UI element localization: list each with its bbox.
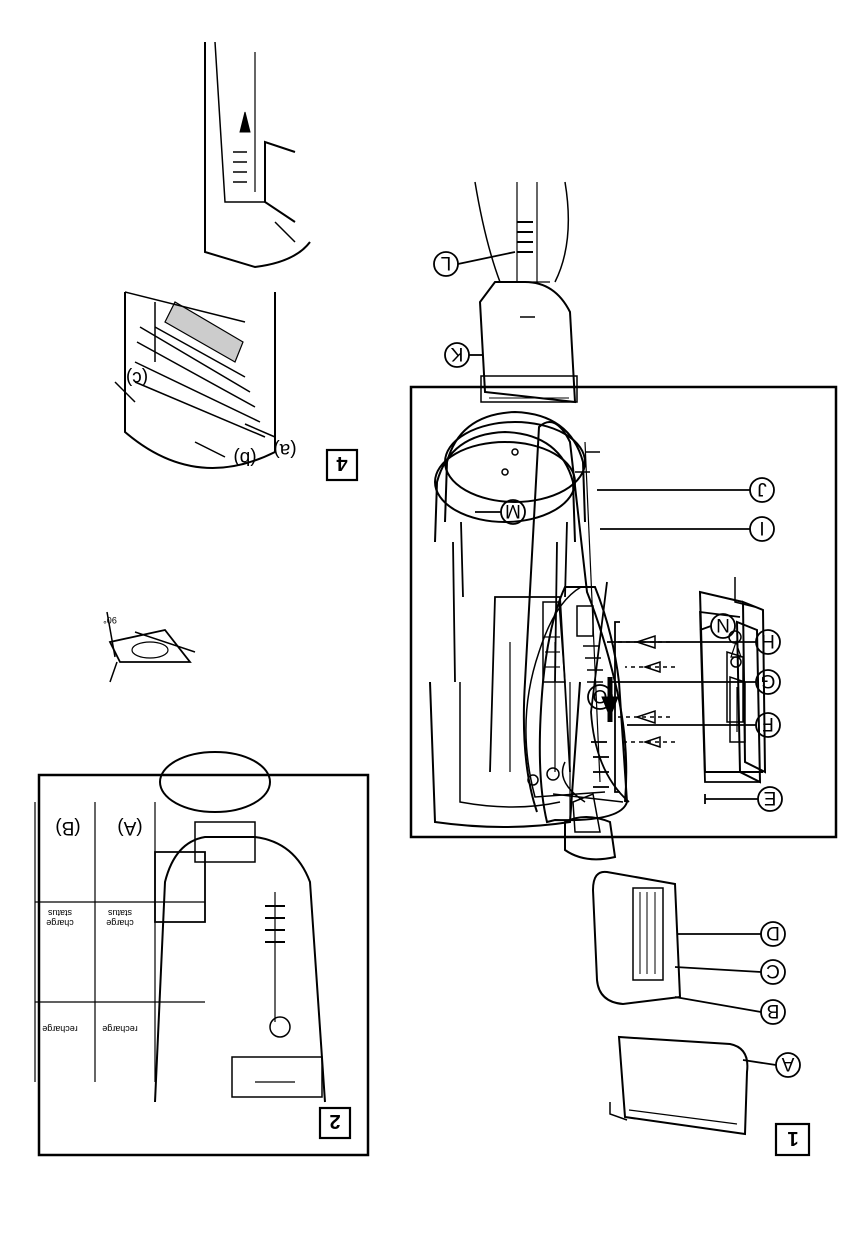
callout-a: (a) (273, 439, 296, 460)
panel-a-status: status (107, 908, 132, 918)
callout-E: E (764, 787, 777, 808)
figure-2-frame (39, 775, 368, 1155)
callout-N: N (716, 614, 730, 635)
callout-I: I (759, 517, 764, 538)
mounting-figure-frame (411, 387, 836, 837)
callout-M: M (505, 500, 521, 521)
angle-label: 90° (103, 615, 117, 625)
figure-1: 1 (430, 182, 809, 1155)
indicator-panels (35, 802, 205, 1082)
callout-A: A (781, 1053, 794, 1074)
protective-cap (619, 1037, 747, 1134)
panel-a-charge: charge (106, 918, 134, 928)
callout-b: (b) (233, 447, 256, 468)
panel-b-recharge: recharge (42, 1024, 78, 1034)
callout-J: J (757, 478, 767, 499)
figure-4-number: 4 (336, 452, 348, 474)
shaver-on-stand (155, 752, 325, 1102)
panel-b-charge: charge (46, 918, 74, 928)
callout-K: K (450, 343, 463, 364)
panel-a-label: (A) (117, 817, 142, 838)
callout-c: (c) (126, 367, 148, 388)
callout-C: C (766, 960, 780, 981)
panel-b-status: status (47, 908, 72, 918)
figure-3-angle-sketch: 90° (103, 612, 195, 682)
shaver-head-frame (593, 872, 680, 1004)
callout-B: B (767, 1000, 780, 1021)
panel-b-label: (B) (55, 817, 80, 838)
shaver-charging-closeup (205, 42, 310, 267)
shaver-top-view (480, 282, 575, 402)
charging-stand (430, 682, 580, 827)
figure-2-number: 2 (329, 1110, 340, 1132)
figure-1-number: 1 (787, 1127, 798, 1149)
callout-L: L (441, 252, 452, 273)
panel-a-recharge: recharge (102, 1024, 138, 1034)
callout-D: D (766, 922, 780, 943)
wall-holder (737, 622, 760, 782)
